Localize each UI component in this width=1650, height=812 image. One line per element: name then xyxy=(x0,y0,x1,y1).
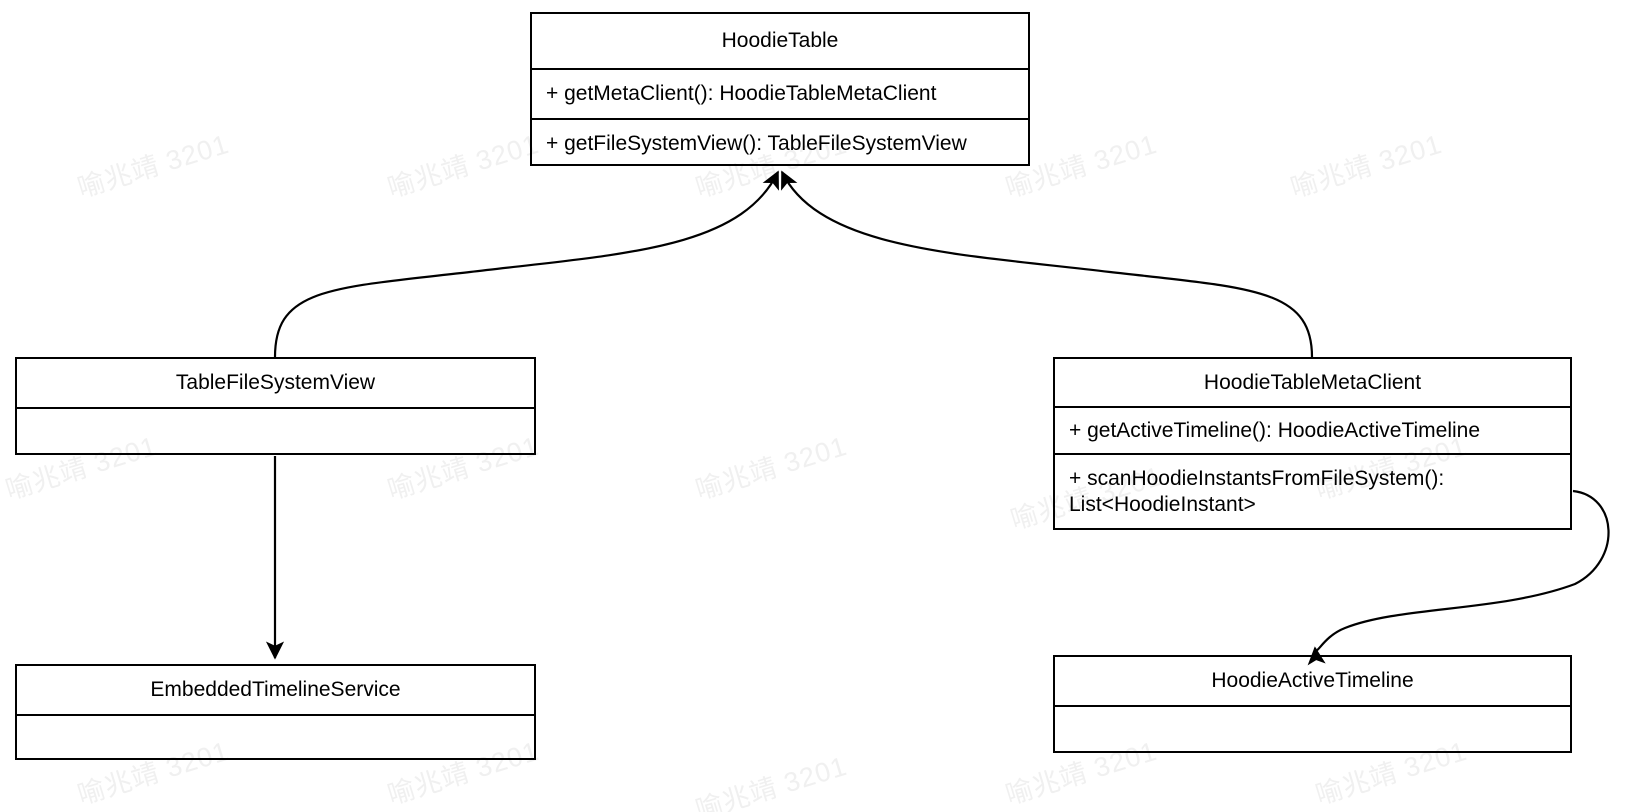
class-title-hoodietablemetaclient: HoodieTableMetaClient xyxy=(1203,370,1422,394)
class-box-hoodietablemetaclient[interactable]: HoodieTableMetaClient + getActiveTimelin… xyxy=(1053,357,1572,530)
class-member-row: + getMetaClient(): HoodieTableMetaClient xyxy=(546,82,937,106)
class-box-embeddedtimelineservice[interactable]: EmbeddedTimelineService xyxy=(15,664,536,760)
edge-hoodietablemetaclient-to-hoodietable xyxy=(781,170,1314,358)
class-divider xyxy=(1055,406,1570,408)
edge-tablefilesystemview-to-hoodietable xyxy=(273,170,779,358)
class-box-hoodieactivetimeline[interactable]: HoodieActiveTimeline xyxy=(1053,655,1572,753)
watermark-text: 喻兆靖 3201 xyxy=(384,128,543,204)
class-member-row xyxy=(17,716,534,760)
watermark-text: 喻兆靖 3201 xyxy=(692,430,851,506)
class-title-tablefilesystemview: TableFileSystemView xyxy=(175,371,376,395)
class-box-hoodietable[interactable]: HoodieTable + getMetaClient(): HoodieTab… xyxy=(530,12,1030,166)
class-member-row: + scanHoodieInstantsFromFileSystem(): Li… xyxy=(1055,455,1570,528)
class-divider xyxy=(1055,453,1570,455)
class-member-row: + getFileSystemView(): TableFileSystemVi… xyxy=(546,132,967,156)
class-divider xyxy=(532,68,1028,70)
class-member-row: + getActiveTimeline(): HoodieActiveTimel… xyxy=(1069,418,1481,442)
watermark-text: 喻兆靖 3201 xyxy=(1287,128,1446,204)
watermark-text: 喻兆靖 3201 xyxy=(692,750,851,812)
class-title-hoodieactivetimeline: HoodieActiveTimeline xyxy=(1211,669,1414,693)
class-member-text: + scanHoodieInstantsFromFileSystem(): Li… xyxy=(1069,466,1445,516)
class-title-embeddedtimelineservice: EmbeddedTimelineService xyxy=(150,678,401,702)
class-divider xyxy=(532,118,1028,120)
class-divider xyxy=(17,407,534,409)
class-member-row xyxy=(1055,707,1570,753)
class-box-tablefilesystemview[interactable]: TableFileSystemView xyxy=(15,357,536,455)
class-divider xyxy=(1055,705,1570,707)
class-title-hoodietable: HoodieTable xyxy=(721,29,839,53)
class-member-row xyxy=(17,409,534,455)
class-divider xyxy=(17,714,534,716)
watermark-text: 喻兆靖 3201 xyxy=(74,128,233,204)
